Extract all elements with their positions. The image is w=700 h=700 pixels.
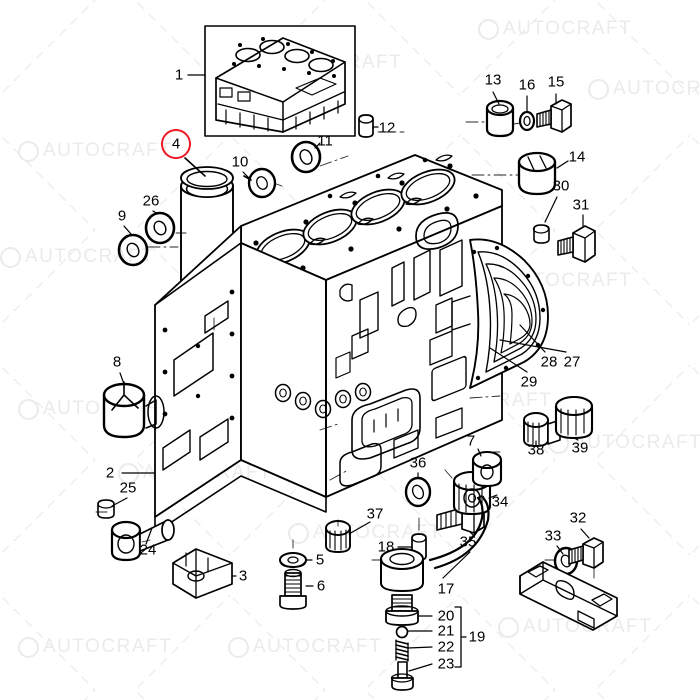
part-group-19-relief-valve bbox=[380, 548, 424, 691]
part-9-o-ring bbox=[117, 233, 149, 267]
callout-17[interactable]: 17 bbox=[437, 580, 455, 598]
callout-21[interactable]: 21 bbox=[437, 622, 455, 640]
callout-16[interactable]: 16 bbox=[518, 76, 536, 94]
part-bracket-rail bbox=[519, 561, 618, 631]
callout-5[interactable]: 5 bbox=[315, 551, 325, 569]
part-11-o-ring bbox=[290, 140, 322, 174]
callout-8[interactable]: 8 bbox=[112, 353, 122, 371]
part-24-gallery-plug bbox=[110, 519, 175, 562]
callout-9[interactable]: 9 bbox=[117, 207, 127, 225]
part-15-bolt bbox=[536, 99, 572, 133]
callout-26[interactable]: 26 bbox=[142, 192, 160, 210]
callout-6[interactable]: 6 bbox=[316, 577, 326, 595]
callout-36[interactable]: 36 bbox=[409, 454, 427, 472]
callout-37[interactable]: 37 bbox=[366, 505, 384, 523]
part-10-plug bbox=[243, 167, 277, 199]
part-12-dowel bbox=[358, 114, 379, 138]
part-30-dowel-pin bbox=[532, 224, 550, 244]
part-8-cover-plug bbox=[102, 381, 165, 439]
callout-12[interactable]: 12 bbox=[378, 119, 396, 137]
callout-34[interactable]: 34 bbox=[491, 493, 509, 511]
part-13-bushing bbox=[485, 99, 515, 138]
callout-20[interactable]: 20 bbox=[437, 607, 455, 625]
part-26-o-ring bbox=[144, 211, 176, 245]
callout-19[interactable]: 19 bbox=[468, 628, 486, 646]
callout-27[interactable]: 27 bbox=[563, 353, 581, 371]
callout-label: 4 bbox=[171, 135, 181, 153]
callout-15[interactable]: 15 bbox=[547, 73, 565, 91]
callout-11[interactable]: 11 bbox=[317, 132, 333, 150]
part-14-core-plug bbox=[517, 151, 557, 196]
part-3-main-bearing-cap bbox=[172, 548, 233, 599]
part-17-oil-pipe bbox=[428, 495, 490, 570]
callout-29[interactable]: 29 bbox=[520, 373, 538, 391]
part-37-plug bbox=[325, 520, 351, 553]
callout-33[interactable]: 33 bbox=[544, 527, 562, 545]
callout-31[interactable]: 31 bbox=[572, 196, 590, 214]
callout-39[interactable]: 39 bbox=[571, 439, 589, 457]
callout-24[interactable]: 24 bbox=[139, 541, 157, 559]
part-7-core-plug bbox=[471, 450, 503, 488]
callout-1[interactable]: 1 bbox=[174, 66, 184, 84]
part-31-bolt bbox=[557, 225, 596, 263]
part-32-bolt bbox=[568, 537, 604, 569]
callout-23[interactable]: 23 bbox=[437, 655, 455, 673]
callout-4-highlighted[interactable]: 4 bbox=[161, 129, 191, 159]
callout-7[interactable]: 7 bbox=[466, 432, 476, 450]
callout-13[interactable]: 13 bbox=[484, 71, 502, 89]
callout-38[interactable]: 38 bbox=[527, 441, 545, 459]
part-25-dowel bbox=[97, 499, 115, 519]
callout-10[interactable]: 10 bbox=[231, 153, 249, 171]
callout-35[interactable]: 35 bbox=[459, 533, 477, 551]
callout-28[interactable]: 28 bbox=[540, 353, 558, 371]
callout-32[interactable]: 32 bbox=[569, 509, 587, 527]
callout-2[interactable]: 2 bbox=[105, 464, 115, 482]
callout-30[interactable]: 30 bbox=[552, 177, 570, 195]
rear-flywheel-housing bbox=[451, 238, 549, 389]
callout-22[interactable]: 22 bbox=[437, 638, 455, 656]
callout-14[interactable]: 14 bbox=[568, 148, 586, 166]
callout-25[interactable]: 25 bbox=[119, 479, 137, 497]
callout-18[interactable]: 18 bbox=[377, 538, 395, 556]
part-6-bolt bbox=[279, 568, 307, 610]
callout-3[interactable]: 3 bbox=[238, 567, 248, 585]
